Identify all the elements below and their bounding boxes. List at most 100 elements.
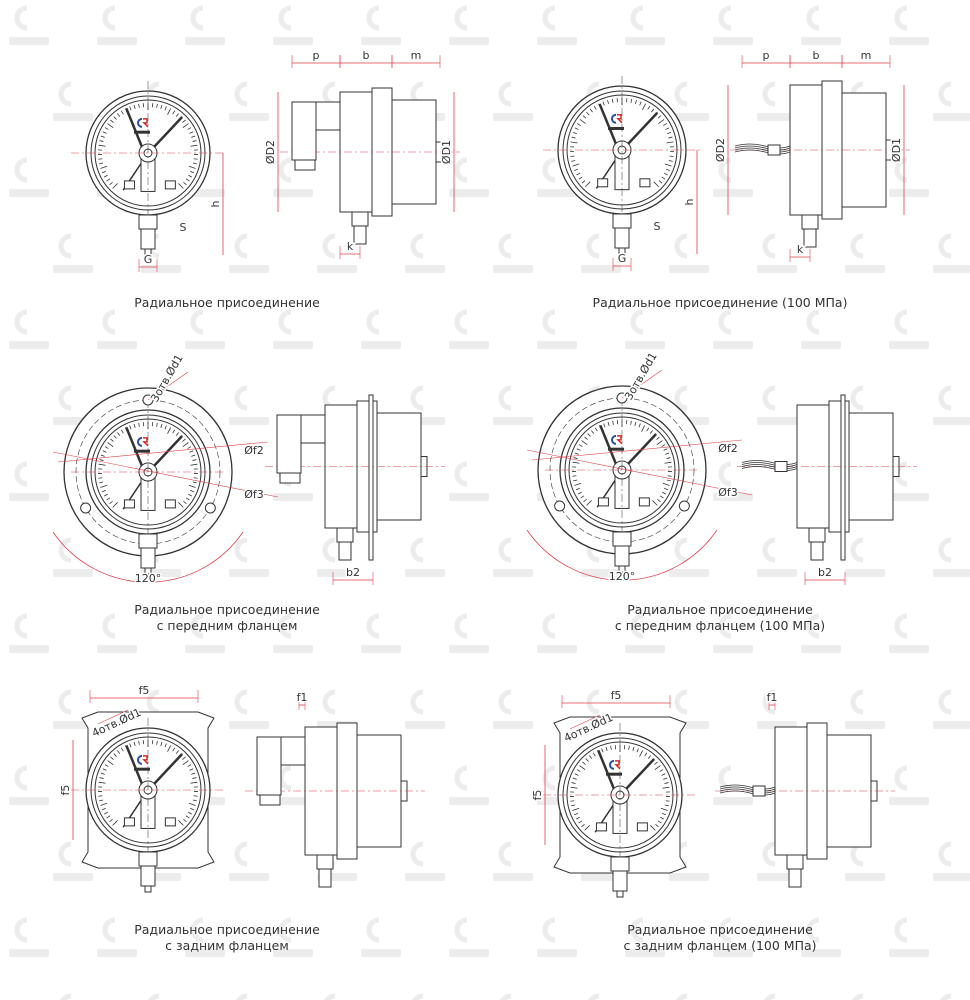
dial-tick (191, 454, 196, 457)
dial-tick (113, 435, 117, 439)
watermark-lettering (449, 341, 489, 349)
dial-tick (647, 755, 651, 759)
dial-tick (658, 180, 663, 184)
watermark-lettering (933, 721, 970, 729)
watermark-logo-icon (938, 537, 952, 563)
watermark-logo-icon (542, 5, 556, 31)
dial-tick (187, 127, 192, 130)
dial-tick (579, 119, 586, 124)
fitting-tip (616, 890, 624, 898)
watermark-lettering (53, 873, 93, 881)
dial-tick (110, 756, 114, 760)
terminal-screw (164, 817, 176, 827)
watermark-lettering (9, 493, 49, 501)
watermark-logo (625, 613, 665, 653)
cable-wire (734, 147, 791, 153)
watermark-logo-icon (102, 917, 116, 943)
watermark-lettering (933, 265, 970, 273)
dial-tick (113, 116, 117, 120)
dial-tick (577, 491, 582, 495)
watermark-logo-icon (674, 233, 688, 259)
watermark-lettering (889, 949, 929, 957)
dial-tick (188, 174, 193, 178)
watermark-logo-icon (454, 765, 468, 791)
dial-tick (667, 132, 672, 135)
watermark-lettering (229, 569, 269, 577)
watermark-lettering (889, 493, 929, 501)
dial-tick (98, 477, 103, 479)
dial-tick (102, 131, 107, 134)
dial-tick (182, 756, 186, 760)
watermark-lettering (361, 37, 401, 45)
dimension-label: S (654, 220, 661, 233)
terminal-screw (164, 499, 176, 509)
watermark-logo-icon (278, 917, 292, 943)
dial-tick (138, 103, 140, 108)
side-fitting (788, 868, 802, 888)
dial-tick (657, 820, 662, 824)
watermark-logo (97, 917, 137, 957)
dial-tick (642, 103, 646, 111)
dial-tick (160, 104, 163, 109)
dial-tick (193, 158, 198, 160)
watermark-logo (317, 233, 357, 273)
dial-tick (586, 111, 590, 116)
fitting-tip (618, 247, 626, 255)
dial-tick (666, 457, 671, 459)
watermark-logo (933, 385, 970, 425)
watermark-logo-icon (324, 993, 336, 1000)
dial-tick (182, 442, 189, 448)
fitting-nut (614, 227, 630, 249)
watermark-lettering (713, 37, 753, 45)
dial-tick (189, 768, 194, 771)
caption-line: Радиальное присоединение (134, 922, 320, 937)
dial-tick (182, 123, 189, 129)
watermark-logo-icon (278, 5, 292, 31)
watermark-lettering (933, 569, 970, 577)
dial-tick (581, 824, 585, 828)
dial-tick (172, 110, 176, 115)
logo-lettering (134, 130, 150, 134)
dial-tick (592, 752, 596, 757)
watermark-logo-icon (850, 385, 864, 411)
watermark-lettering (713, 493, 753, 501)
watermark-logo-icon (938, 81, 952, 107)
watermark-logo (933, 841, 970, 881)
dial-tick (650, 825, 656, 831)
watermark-lettering (229, 721, 269, 729)
side-fitting (803, 228, 817, 248)
watermark-logo (801, 917, 841, 957)
dial-tick (103, 811, 108, 815)
dial-tick (602, 101, 605, 106)
dial-tick (667, 475, 672, 477)
watermark-logo (537, 917, 577, 957)
watermark-lettering (405, 265, 445, 273)
watermark-logo-icon (938, 841, 952, 867)
dial-tick (172, 747, 176, 752)
dial-tick (663, 448, 668, 451)
watermark-logo (324, 993, 336, 1000)
dial-tick (106, 815, 111, 819)
dial-tick (612, 420, 614, 425)
dial-tick (192, 162, 197, 165)
watermark-logo-icon (148, 993, 160, 1000)
dial-tick (574, 127, 579, 130)
dial-tick (191, 135, 196, 138)
dial-tick (167, 108, 172, 115)
dial-tick (581, 440, 588, 446)
watermark-lettering (449, 949, 489, 957)
socket (138, 851, 158, 867)
dial-tick (661, 773, 666, 776)
watermark-lettering (185, 949, 225, 957)
watermark-lettering (933, 873, 970, 881)
watermark-lettering (581, 265, 621, 273)
dial-tick (182, 438, 186, 442)
dial-tick (187, 446, 192, 449)
dimension-label: h (209, 200, 222, 207)
dimension-label: Øf2 (718, 442, 738, 455)
watermark-logo (757, 385, 797, 425)
watermark-logo-icon (14, 765, 28, 791)
watermark-logo (9, 309, 49, 349)
watermark-logo (229, 689, 269, 729)
watermark-logo (449, 765, 489, 805)
